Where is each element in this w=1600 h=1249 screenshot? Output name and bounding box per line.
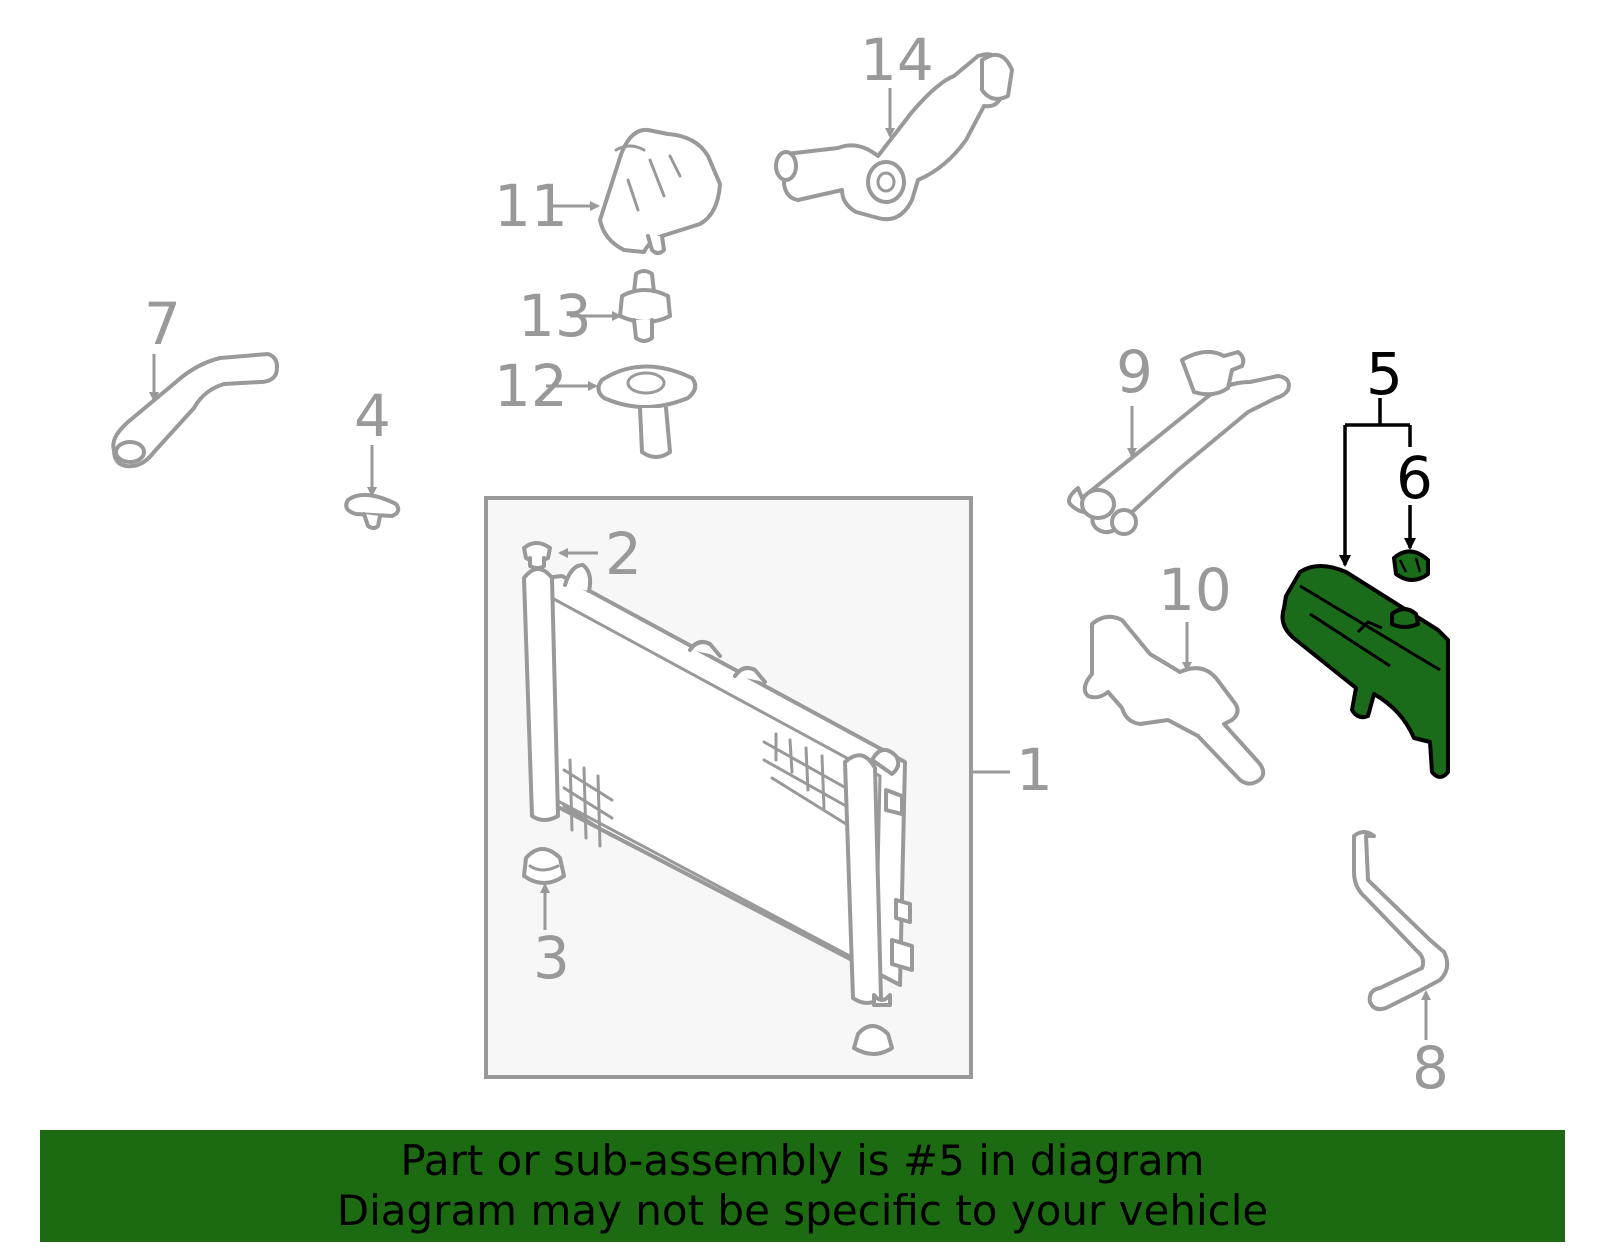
radiator-group: [484, 496, 1010, 1079]
callout-10: 10: [1158, 556, 1232, 624]
callout-labels: 1 2 3 4 5 6 7 8 9 10 11 12 13 14: [144, 26, 1449, 1102]
part-7-hose: [111, 352, 279, 469]
callout-14: 14: [860, 26, 934, 94]
callout-5: 5: [1366, 340, 1403, 408]
part-9-pipe: [1067, 349, 1291, 536]
banner-line-2: Diagram may not be specific to your vehi…: [336, 1186, 1269, 1235]
callout-8: 8: [1412, 1034, 1449, 1102]
radiator-mesh: [562, 732, 848, 848]
radiator-part: [522, 563, 914, 1007]
part-14-outlet: [774, 52, 1014, 222]
part-8-hose: [1352, 830, 1450, 1040]
part-6-cap: [1392, 549, 1430, 582]
callout-3: 3: [533, 924, 570, 992]
info-banner: Part or sub-assembly is #5 in diagram Di…: [40, 1130, 1565, 1242]
part-2-cap: [522, 541, 552, 570]
callout-4: 4: [354, 382, 391, 450]
callout-7: 7: [144, 290, 181, 358]
part-13-thermostat: [570, 269, 672, 343]
part-11-housing: [550, 127, 722, 255]
part-10-pipe: [1082, 614, 1266, 786]
callout-9: 9: [1116, 338, 1153, 406]
callout-1: 1: [1016, 736, 1053, 804]
part-4-bracket: [344, 445, 401, 530]
bottom-mount: [852, 1024, 894, 1056]
part-3-mount: [522, 847, 566, 885]
callout-11: 11: [494, 172, 568, 240]
banner-line-1: Part or sub-assembly is #5 in diagram: [400, 1136, 1205, 1185]
callout-13: 13: [518, 282, 592, 350]
callout-2: 2: [605, 520, 642, 588]
leader-5-6: [1339, 398, 1416, 567]
part-5-reservoir: [1280, 564, 1450, 779]
part-12-gasket: [546, 364, 698, 459]
callout-6: 6: [1396, 444, 1433, 512]
callout-12: 12: [494, 352, 568, 420]
